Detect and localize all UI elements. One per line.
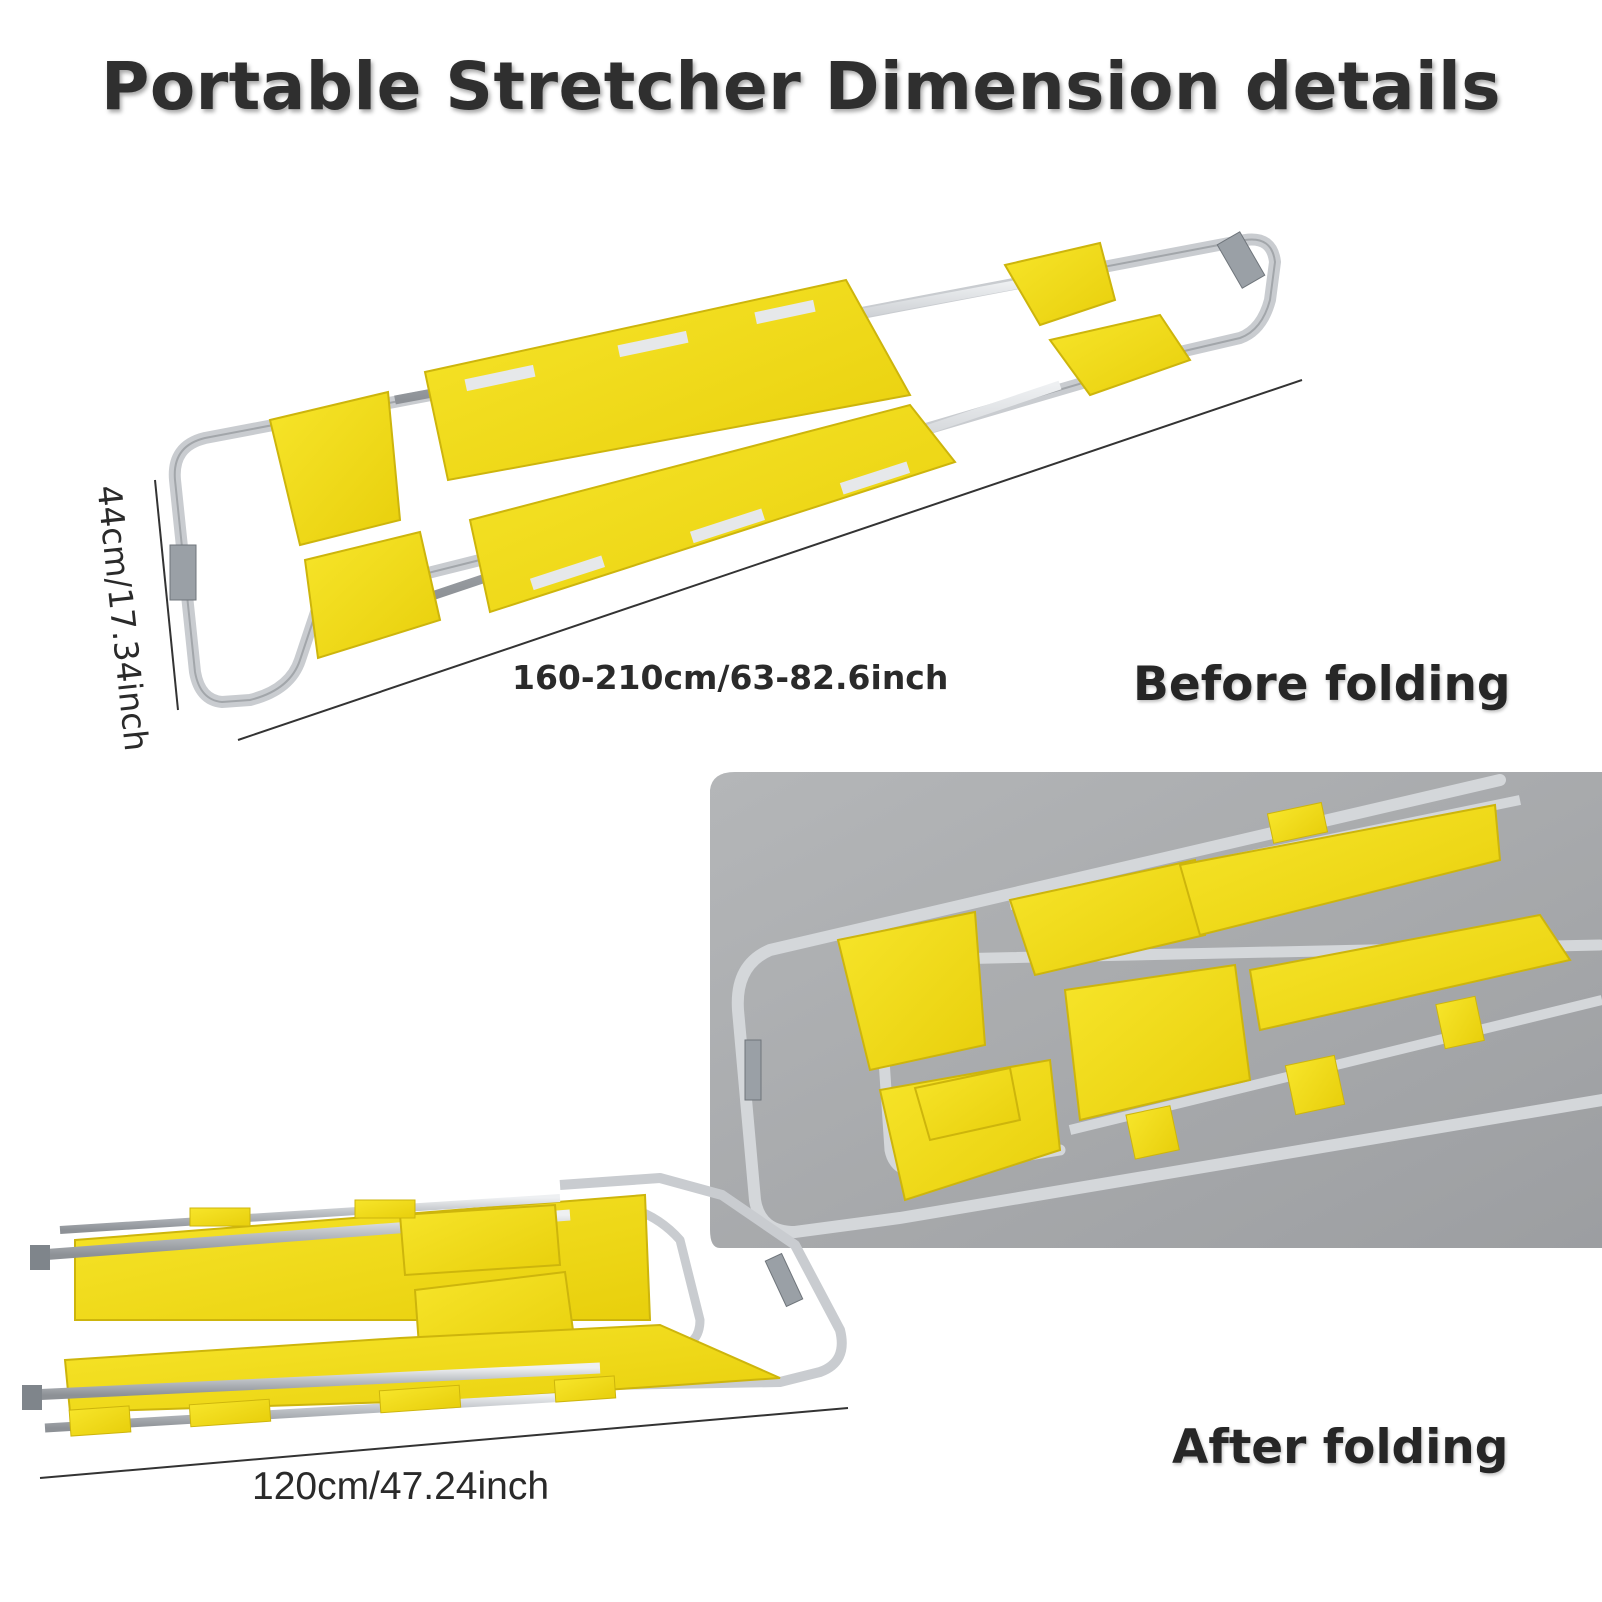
unfolded-length-label: 160-210cm/63-82.6inch bbox=[512, 658, 949, 697]
length-dimension-line bbox=[237, 379, 1303, 741]
folded-photo bbox=[710, 772, 1602, 1248]
width-dimension-line bbox=[154, 479, 179, 711]
page-title: Portable Stretcher Dimension details bbox=[100, 48, 1502, 125]
hinge-left-icon bbox=[169, 544, 197, 601]
folded-length-dimension-line bbox=[39, 1407, 849, 1479]
panel-head-left-upper bbox=[268, 390, 402, 547]
stretcher-unfolded bbox=[168, 231, 1281, 708]
after-folding-label: After folding bbox=[1172, 1420, 1509, 1475]
stretcher-folded bbox=[22, 1173, 847, 1437]
panel-foot-lower bbox=[1048, 313, 1192, 397]
panel-body-upper bbox=[423, 278, 912, 482]
before-folding-label: Before folding bbox=[1133, 657, 1511, 712]
hinge-right-icon bbox=[1216, 231, 1266, 289]
panel-head-left-lower bbox=[303, 530, 442, 660]
panel-foot-upper bbox=[1003, 241, 1117, 327]
folded-length-label: 120cm/47.24inch bbox=[252, 1465, 550, 1508]
